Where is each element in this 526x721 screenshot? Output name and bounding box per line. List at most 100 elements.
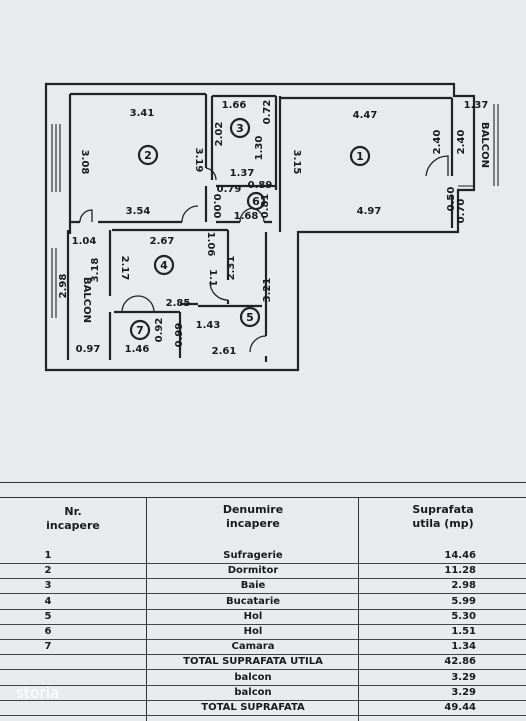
dimension-label: 0.81 — [260, 194, 271, 219]
dimension-label: 0.00 — [211, 194, 222, 219]
dimension-label: 1.37 — [464, 100, 489, 111]
dimension-label: 0.72 — [262, 100, 273, 125]
room-4-marker — [153, 254, 175, 276]
dimension-label: 4.97 — [357, 206, 382, 217]
table-cell-nr: 5 — [44, 610, 52, 622]
header-text: incapere — [226, 517, 280, 530]
windows — [51, 104, 499, 318]
table-cell-area: 14.46 — [444, 550, 476, 561]
dimension-label: 0.70 — [456, 199, 467, 224]
door-swings — [79, 155, 449, 353]
dimension-label: 0.79 — [217, 184, 242, 195]
balcony-label: BALCON — [81, 277, 92, 323]
area-table: Nr. incapere Denumire incapere Suprafata… — [0, 482, 526, 721]
table-cell-name: Sufragerie — [223, 550, 283, 561]
table-cell-area: 2.98 — [451, 580, 476, 592]
dimension-label: 1.66 — [222, 100, 247, 111]
room-3-marker — [229, 117, 251, 139]
table-cell-name: TOTAL SUPRAFATA UTILA — [183, 656, 323, 668]
table-row: balcon 3.29 — [0, 671, 526, 686]
dimension-label: 2.40 — [432, 130, 443, 155]
table-cell-area: 42.86 — [444, 656, 476, 668]
inner-walls-upper — [68, 92, 454, 234]
balcony-label: BALCON — [479, 122, 490, 168]
table-divider — [0, 497, 526, 498]
dimension-label: 4.47 — [353, 110, 378, 121]
header-area: Suprafata utila (mp) — [360, 503, 526, 561]
room-5-marker — [239, 306, 261, 328]
dimension-label: 2.17 — [119, 256, 130, 281]
table-cell-area: 49.44 — [444, 702, 476, 713]
room-6-marker — [246, 191, 266, 211]
dimension-label: 2.40 — [456, 130, 467, 155]
table-cell-name: balcon — [234, 686, 272, 698]
room-number: 1 — [356, 150, 364, 163]
header-text: incapere — [46, 519, 100, 532]
dimension-label: 3.21 — [262, 278, 273, 303]
table-cell-name: Baie — [240, 580, 266, 592]
table-cell-area: 1.51 — [451, 626, 476, 637]
table-cell-area: 3.29 — [451, 671, 476, 683]
dimension-label: 3.54 — [126, 206, 151, 217]
room-number: 4 — [160, 259, 168, 272]
walls — [44, 82, 499, 372]
room-number: 7 — [136, 324, 144, 337]
header-name: Denumire incapere — [148, 503, 358, 561]
header-text: Suprafata — [412, 503, 474, 516]
room-7-marker — [129, 319, 151, 341]
room-number: 3 — [236, 122, 244, 135]
dimension-label: 3.15 — [291, 150, 302, 175]
table-cell-area: 5.99 — [451, 595, 476, 607]
dimension-label: 1.46 — [125, 344, 150, 355]
dimension-label: 0.50 — [446, 187, 457, 212]
dimension-label: 1.43 — [196, 320, 221, 331]
floor-plan: 1 2 3 4 5 6 7 4.47 3.15 4.97 2.40 3.41 3… — [44, 82, 499, 372]
dimension-label: 2.85 — [166, 298, 191, 309]
dimension-label: 3.19 — [193, 148, 204, 173]
table-cell-area: 3.29 — [451, 686, 476, 698]
dimension-label: 1.04 — [72, 236, 97, 247]
dimension-label: 0.89 — [248, 180, 273, 191]
table-row: TOTAL SUPRAFATA 49.44 — [0, 701, 526, 716]
dimension-label: 1.68 — [234, 211, 259, 222]
room-2-marker — [137, 144, 159, 166]
outer-wall — [44, 82, 476, 372]
room-1-marker — [349, 145, 371, 167]
table-cell-nr: 1 — [44, 550, 52, 561]
dimension-label: 2.02 — [214, 122, 225, 147]
table-cell-name: TOTAL SUPRAFATA — [201, 702, 305, 713]
table-row: 1 Sufragerie 14.46 — [0, 549, 526, 564]
room-number: 2 — [144, 149, 152, 162]
dimension-label: 3.41 — [130, 108, 155, 119]
table-cell-name: Hol — [243, 626, 263, 637]
dimension-label: 1.30 — [254, 136, 265, 161]
dimension-label: 3.18 — [90, 258, 101, 283]
dimension-label: 0.92 — [154, 318, 165, 343]
header-nr: Nr. incapere — [0, 505, 146, 563]
dimension-label: 1.06 — [205, 232, 216, 257]
dimension-label: 2.61 — [212, 346, 237, 357]
table-cell-nr: 2 — [44, 565, 52, 577]
table-cell-name: Hol — [243, 610, 263, 622]
room-number: 6 — [252, 195, 260, 208]
table-row: balcon 3.29 — [0, 686, 526, 701]
dimension-label: 3.08 — [79, 150, 90, 175]
table-cell-name: Dormitor — [227, 565, 279, 577]
dimension-label: 0.99 — [174, 323, 185, 348]
table-cell-name: balcon — [234, 671, 272, 683]
dimension-label: 2.98 — [58, 274, 69, 299]
header-text: Nr. — [64, 505, 82, 518]
table-cell-area: 5.30 — [451, 610, 476, 622]
table-row: TOTAL SUPRAFATA UTILA 42.86 — [0, 655, 526, 671]
header-text: utila (mp) — [412, 517, 474, 530]
table-cell-area: 1.34 — [451, 641, 476, 653]
table-cell-name: Camara — [231, 641, 275, 653]
dimension-label: 1.1 — [207, 269, 218, 287]
room-number: 5 — [246, 311, 254, 324]
dimension-label: 2.31 — [226, 256, 237, 281]
watermark-logo: storia — [16, 684, 60, 702]
